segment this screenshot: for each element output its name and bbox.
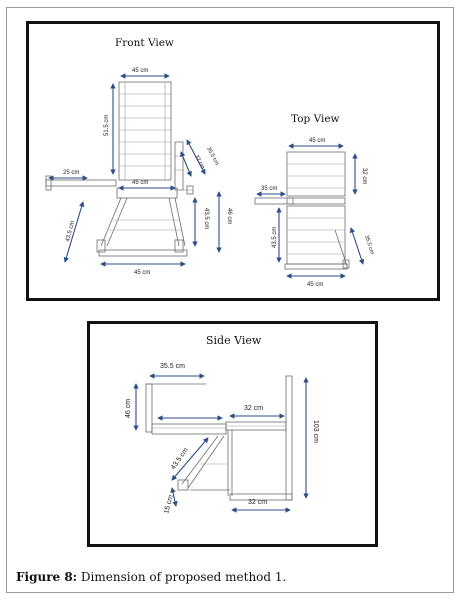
top-arm-extension-label: 35 cm — [261, 186, 277, 192]
front-seat-width-label: 45 cm — [132, 180, 148, 186]
side-view-drawing: Side View 35.5 cm — [125, 334, 319, 515]
front-arm-extension-label: 25 cm — [63, 170, 79, 176]
figure-caption-label: Figure 8: — [16, 570, 78, 584]
front-total-height-label: 46 cm — [226, 208, 232, 224]
side-view-chair-outline — [145, 375, 293, 501]
side-leg-length-label: 43.5 cm — [170, 447, 190, 472]
figure-caption-text: Dimension of proposed method 1. — [77, 570, 287, 584]
top-width-label: 45 cm — [309, 138, 325, 144]
front-armrest-length-label: 35.5 cm — [205, 146, 220, 166]
front-armrest-drop-label: 32 cm — [193, 154, 206, 170]
figure-caption: Figure 8: Dimension of proposed method 1… — [16, 570, 436, 586]
front-base-width-label: 45 cm — [134, 270, 150, 276]
front-top-view-panel: Front View — [26, 21, 440, 301]
side-foot-label: 15 cm — [163, 494, 175, 514]
front-leg-length-label: 43.5 cm — [65, 220, 76, 242]
side-total-height-label: 103 cm — [312, 420, 319, 443]
top-view-title: Top View — [291, 113, 340, 125]
top-leg-length-label: 43.5 cm — [272, 227, 278, 248]
front-backrest-height-label: 51.5 cm — [104, 115, 110, 136]
front-seat-height-label: 43.5 cm — [203, 208, 209, 229]
side-arm-length-label: 35.5 cm — [160, 363, 185, 370]
front-view-chair-outline — [45, 81, 194, 257]
front-top-view-drawing: Front View — [45, 37, 375, 288]
side-view-panel: Side View 35.5 cm — [87, 321, 378, 547]
top-depth-label: 32 cm — [361, 168, 367, 184]
side-view-title: Side View — [206, 334, 262, 347]
page-frame — [6, 7, 454, 593]
side-seat-depth-label: 32 cm — [244, 405, 263, 412]
side-base-depth-label: 32 cm — [248, 499, 267, 506]
side-arm-height-label: 46 cm — [125, 399, 132, 418]
top-view-chair-outline — [254, 151, 350, 270]
front-backrest-width-label: 45 cm — [132, 68, 148, 74]
front-view-title: Front View — [115, 37, 174, 49]
front-view-dimensions: 45 cm 51.5 cm 35.5 cm 32 cm 25 cm 45 cm … — [48, 68, 232, 276]
top-view-dimensions: 45 cm 32 cm 35 cm 43.5 cm 35.5 cm 45 cm — [256, 138, 375, 288]
top-leg-angle-label: 35.5 cm — [363, 235, 375, 256]
top-base-width-label: 45 cm — [307, 282, 323, 288]
